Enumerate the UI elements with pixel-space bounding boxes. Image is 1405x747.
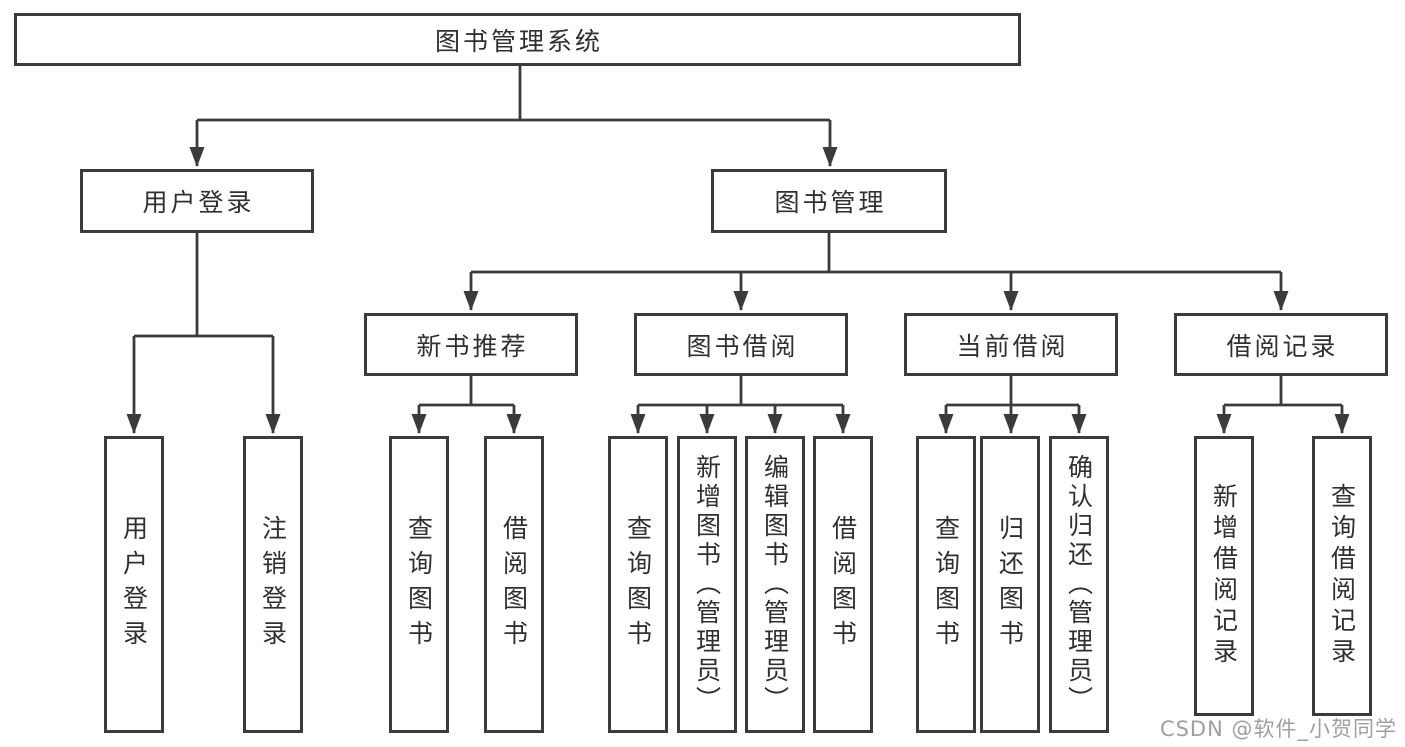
- node-library-system: 图书管理系统: [14, 13, 1021, 66]
- leaf-add-book-admin: 新增图书（管理员）: [677, 436, 737, 733]
- node-label: 新增图书（管理员）: [692, 454, 722, 715]
- node-label: 查询图书: [623, 514, 653, 655]
- node-label: 借阅记录: [1226, 331, 1339, 361]
- node-label: 当前借阅: [956, 331, 1069, 361]
- csdn-watermark: CSDN @软件_小贺同学: [1159, 717, 1397, 741]
- leaf-confirm-return-admin: 确认归还（管理员）: [1049, 436, 1109, 733]
- leaf-return-book: 归还图书: [980, 436, 1040, 733]
- node-label: 用户登录: [142, 188, 255, 217]
- leaf-query-books-recommend: 查询图书: [389, 436, 449, 733]
- node-label: 归还图书: [995, 514, 1025, 655]
- leaf-logout: 注销登录: [243, 436, 303, 733]
- leaf-user-login: 用户登录: [104, 436, 164, 733]
- leaf-query-books-borrow: 查询图书: [608, 436, 668, 733]
- node-label: 图书借阅: [686, 331, 799, 361]
- node-label: 查询图书: [931, 514, 961, 655]
- node-label: 查询借阅记录: [1327, 483, 1357, 669]
- node-label: 用户登录: [119, 514, 149, 655]
- node-book-borrow: 图书借阅: [634, 313, 848, 376]
- node-label: 新增借阅记录: [1209, 483, 1239, 669]
- node-label: 注销登录: [258, 514, 288, 655]
- leaf-borrow-books-recommend: 借阅图书: [484, 436, 544, 733]
- node-label: 图书管理: [774, 188, 887, 217]
- leaf-query-borrow-record: 查询借阅记录: [1312, 436, 1372, 716]
- leaf-edit-book-admin: 编辑图书（管理员）: [745, 436, 805, 733]
- node-label: 图书管理系统: [434, 26, 603, 56]
- node-user-login: 用户登录: [80, 169, 314, 233]
- node-current-borrow: 当前借阅: [904, 313, 1118, 376]
- leaf-borrow-books: 借阅图书: [813, 436, 873, 733]
- node-book-management: 图书管理: [711, 169, 947, 233]
- node-label: 查询图书: [404, 514, 434, 655]
- node-label: 新书推荐: [416, 331, 529, 361]
- leaf-add-borrow-record: 新增借阅记录: [1194, 436, 1254, 716]
- node-borrow-records: 借阅记录: [1174, 313, 1388, 376]
- leaf-query-books-current: 查询图书: [916, 436, 976, 733]
- node-new-book-recommend: 新书推荐: [364, 313, 578, 376]
- node-label: 编辑图书（管理员）: [760, 454, 790, 715]
- node-label: 确认归还（管理员）: [1064, 454, 1094, 715]
- node-label: 借阅图书: [828, 514, 858, 655]
- node-label: 借阅图书: [499, 514, 529, 655]
